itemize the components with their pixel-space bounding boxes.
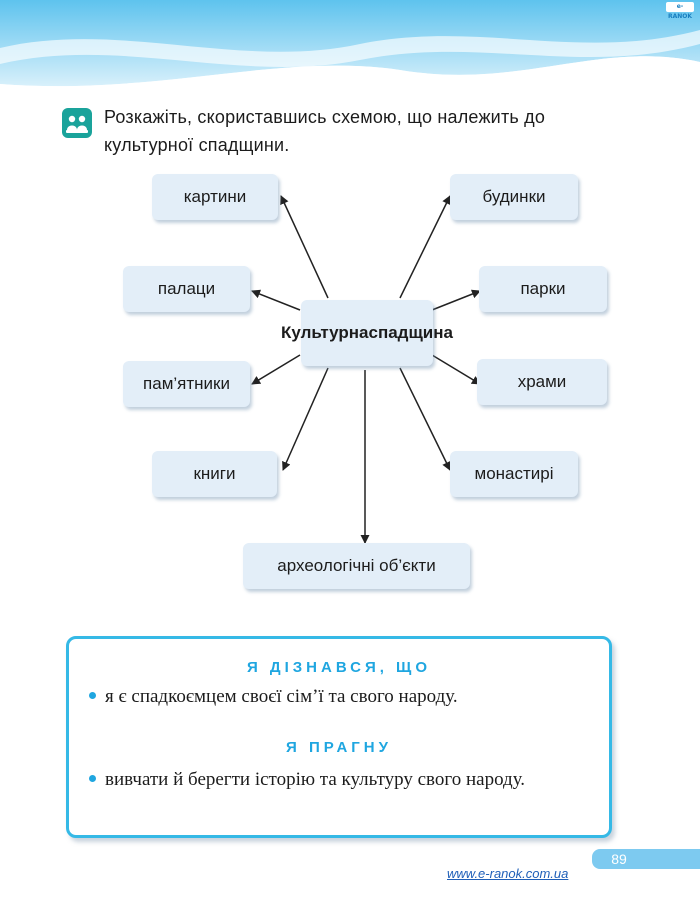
bullet-dot-icon xyxy=(89,775,96,782)
learned-item-text: я є спадкоємцем своєї сім’ї та свого нар… xyxy=(105,686,458,707)
strive-item-text: вивчати й берегти історію та культуру св… xyxy=(105,769,526,790)
diagram-arrows xyxy=(251,195,481,544)
node-buildings: будинки xyxy=(450,174,578,220)
center-line-2: спадщина xyxy=(368,323,453,342)
task-instruction: Розкажіть, скориставшись схемою, що нале… xyxy=(104,107,546,155)
center-line-1: Культурна xyxy=(281,323,369,342)
group-discussion-icon xyxy=(62,108,92,138)
page-number-badge: 89 xyxy=(592,849,700,869)
node-paintings: картини xyxy=(152,174,278,220)
node-archaeology: археологічні об’єкти xyxy=(243,543,470,589)
diagram-center-node: Культурна спадщина xyxy=(281,300,453,366)
page-number: 89 xyxy=(611,851,627,867)
strive-heading: Я ПРАГНУ xyxy=(286,739,392,756)
learned-heading: Я ДІЗНАВСЯ, ЩО xyxy=(246,659,432,676)
website-link[interactable]: www.e-ranok.com.ua xyxy=(447,866,569,881)
publisher-logo: e-RANOK xyxy=(666,2,694,20)
node-parks: парки xyxy=(479,266,607,312)
node-palaces: палаци xyxy=(123,266,250,312)
learned-item: я є спадкоємцем своєї сім’ї та свого нар… xyxy=(89,683,589,710)
strive-item: вивчати й берегти історію та культуру св… xyxy=(89,766,589,793)
bullet-dot-icon xyxy=(89,692,96,699)
node-monasteries: монастирі xyxy=(450,451,578,497)
header-wave-decoration xyxy=(0,0,700,110)
summary-box: Я ДІЗНАВСЯ, ЩО я є спадкоємцем своєї сім… xyxy=(66,636,612,838)
node-books: книги xyxy=(152,451,277,497)
node-monuments: пам’ятники xyxy=(123,361,250,407)
node-temples: храми xyxy=(477,359,607,405)
